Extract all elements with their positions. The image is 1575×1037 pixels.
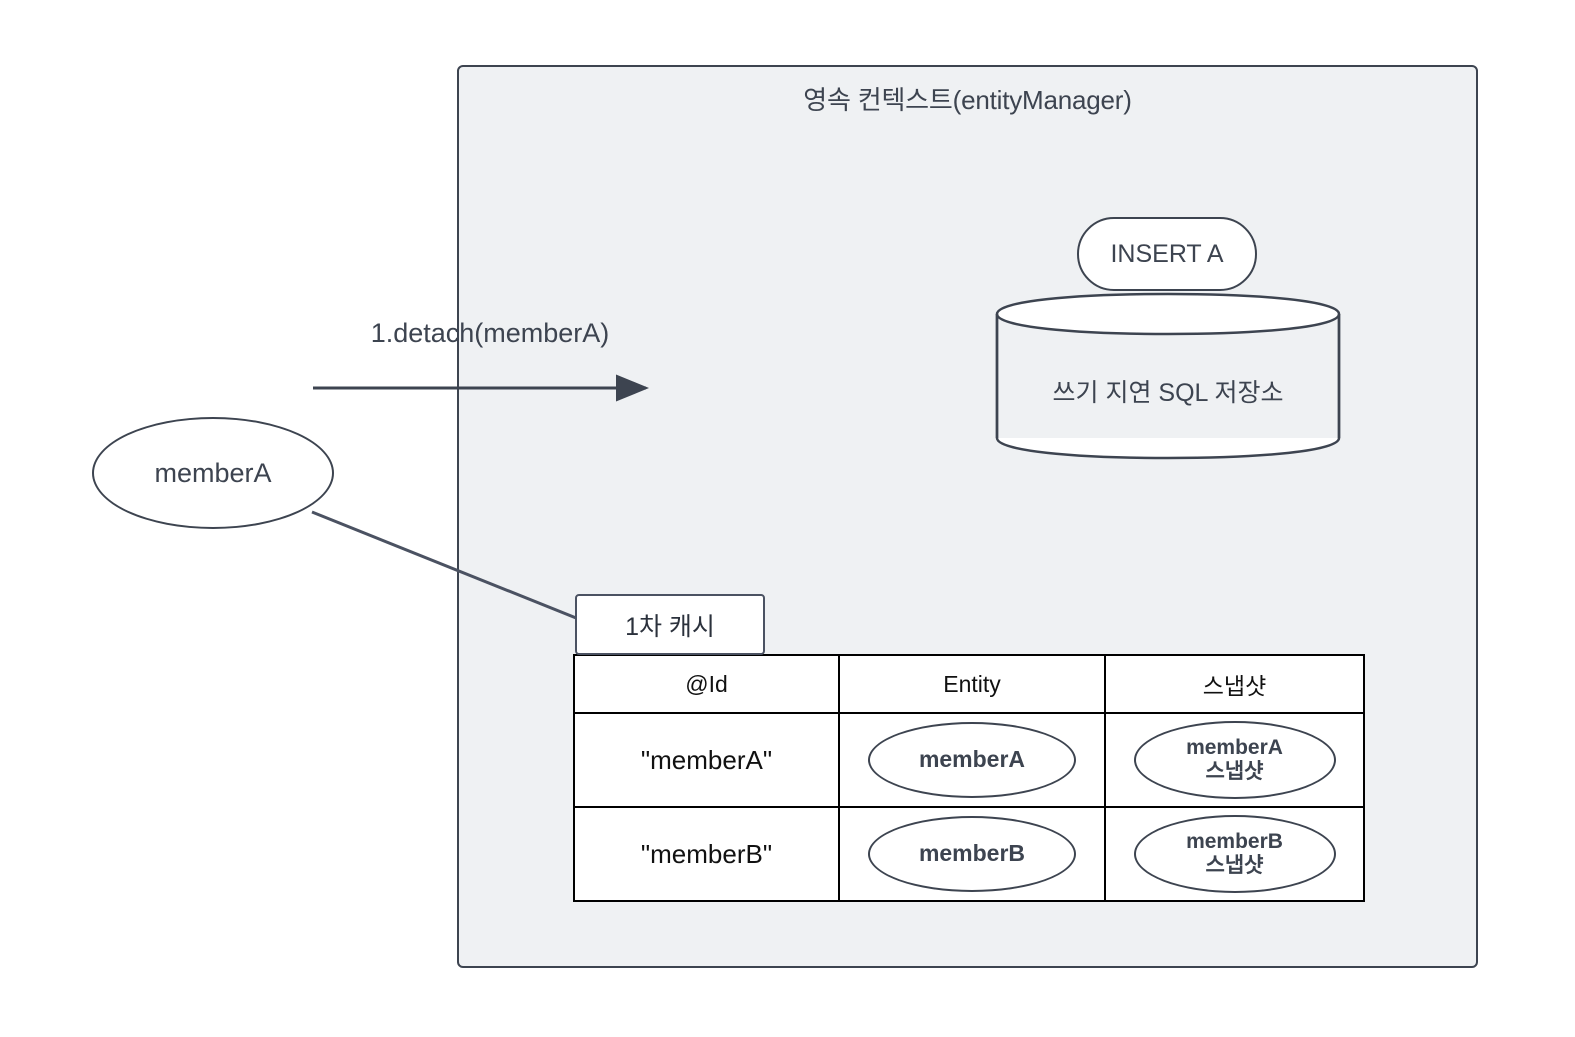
cached-entity-node: memberB (868, 816, 1076, 892)
pending-sql-statement: INSERT A (1077, 217, 1257, 291)
sql-store-cylinder-icon (995, 292, 1341, 460)
table-row: "memberA" memberA memberA 스냅샷 (573, 712, 1365, 808)
persistence-context-title: 영속 컨텍스트(entityManager) (803, 85, 1132, 115)
cell-snapshot: memberA 스냅샷 (1104, 712, 1365, 808)
cell-snapshot: memberB 스냅샷 (1104, 806, 1365, 902)
snapshot-label-line1: memberB (1186, 830, 1283, 854)
sql-store-label: 쓰기 지연 SQL 저장소 (1052, 379, 1284, 407)
cached-entity-label: memberB (918, 840, 1026, 867)
detach-operation-label: 1.detach(memberA) (370, 318, 610, 348)
snapshot-label-line2: 스냅샷 (1205, 760, 1264, 783)
table-header-row: @Id Entity 스냅샷 (573, 654, 1365, 714)
table-row: "memberB" memberB memberB 스냅샷 (573, 806, 1365, 902)
cell-id: "memberA" (573, 712, 840, 808)
snapshot-label-line1: memberA (1186, 736, 1283, 760)
cell-id: "memberB" (573, 806, 840, 902)
cell-entity: memberB (838, 806, 1106, 902)
column-header-id: @Id (573, 654, 840, 714)
first-level-cache-table: @Id Entity 스냅샷 "memberA" memberA memberA… (573, 654, 1365, 902)
cached-entity-node: memberA (868, 722, 1076, 798)
first-level-cache-tag: 1차 캐시 (575, 594, 765, 655)
snapshot-node: memberA 스냅샷 (1133, 721, 1336, 799)
cell-entity: memberA (838, 712, 1106, 808)
cached-entity-label: memberA (918, 746, 1026, 773)
snapshot-label-line2: 스냅샷 (1205, 854, 1264, 877)
column-header-snapshot: 스냅샷 (1104, 654, 1365, 714)
detached-entity-node: memberA (92, 417, 334, 529)
snapshot-node: memberB 스냅샷 (1133, 815, 1336, 893)
column-header-entity: Entity (838, 654, 1106, 714)
